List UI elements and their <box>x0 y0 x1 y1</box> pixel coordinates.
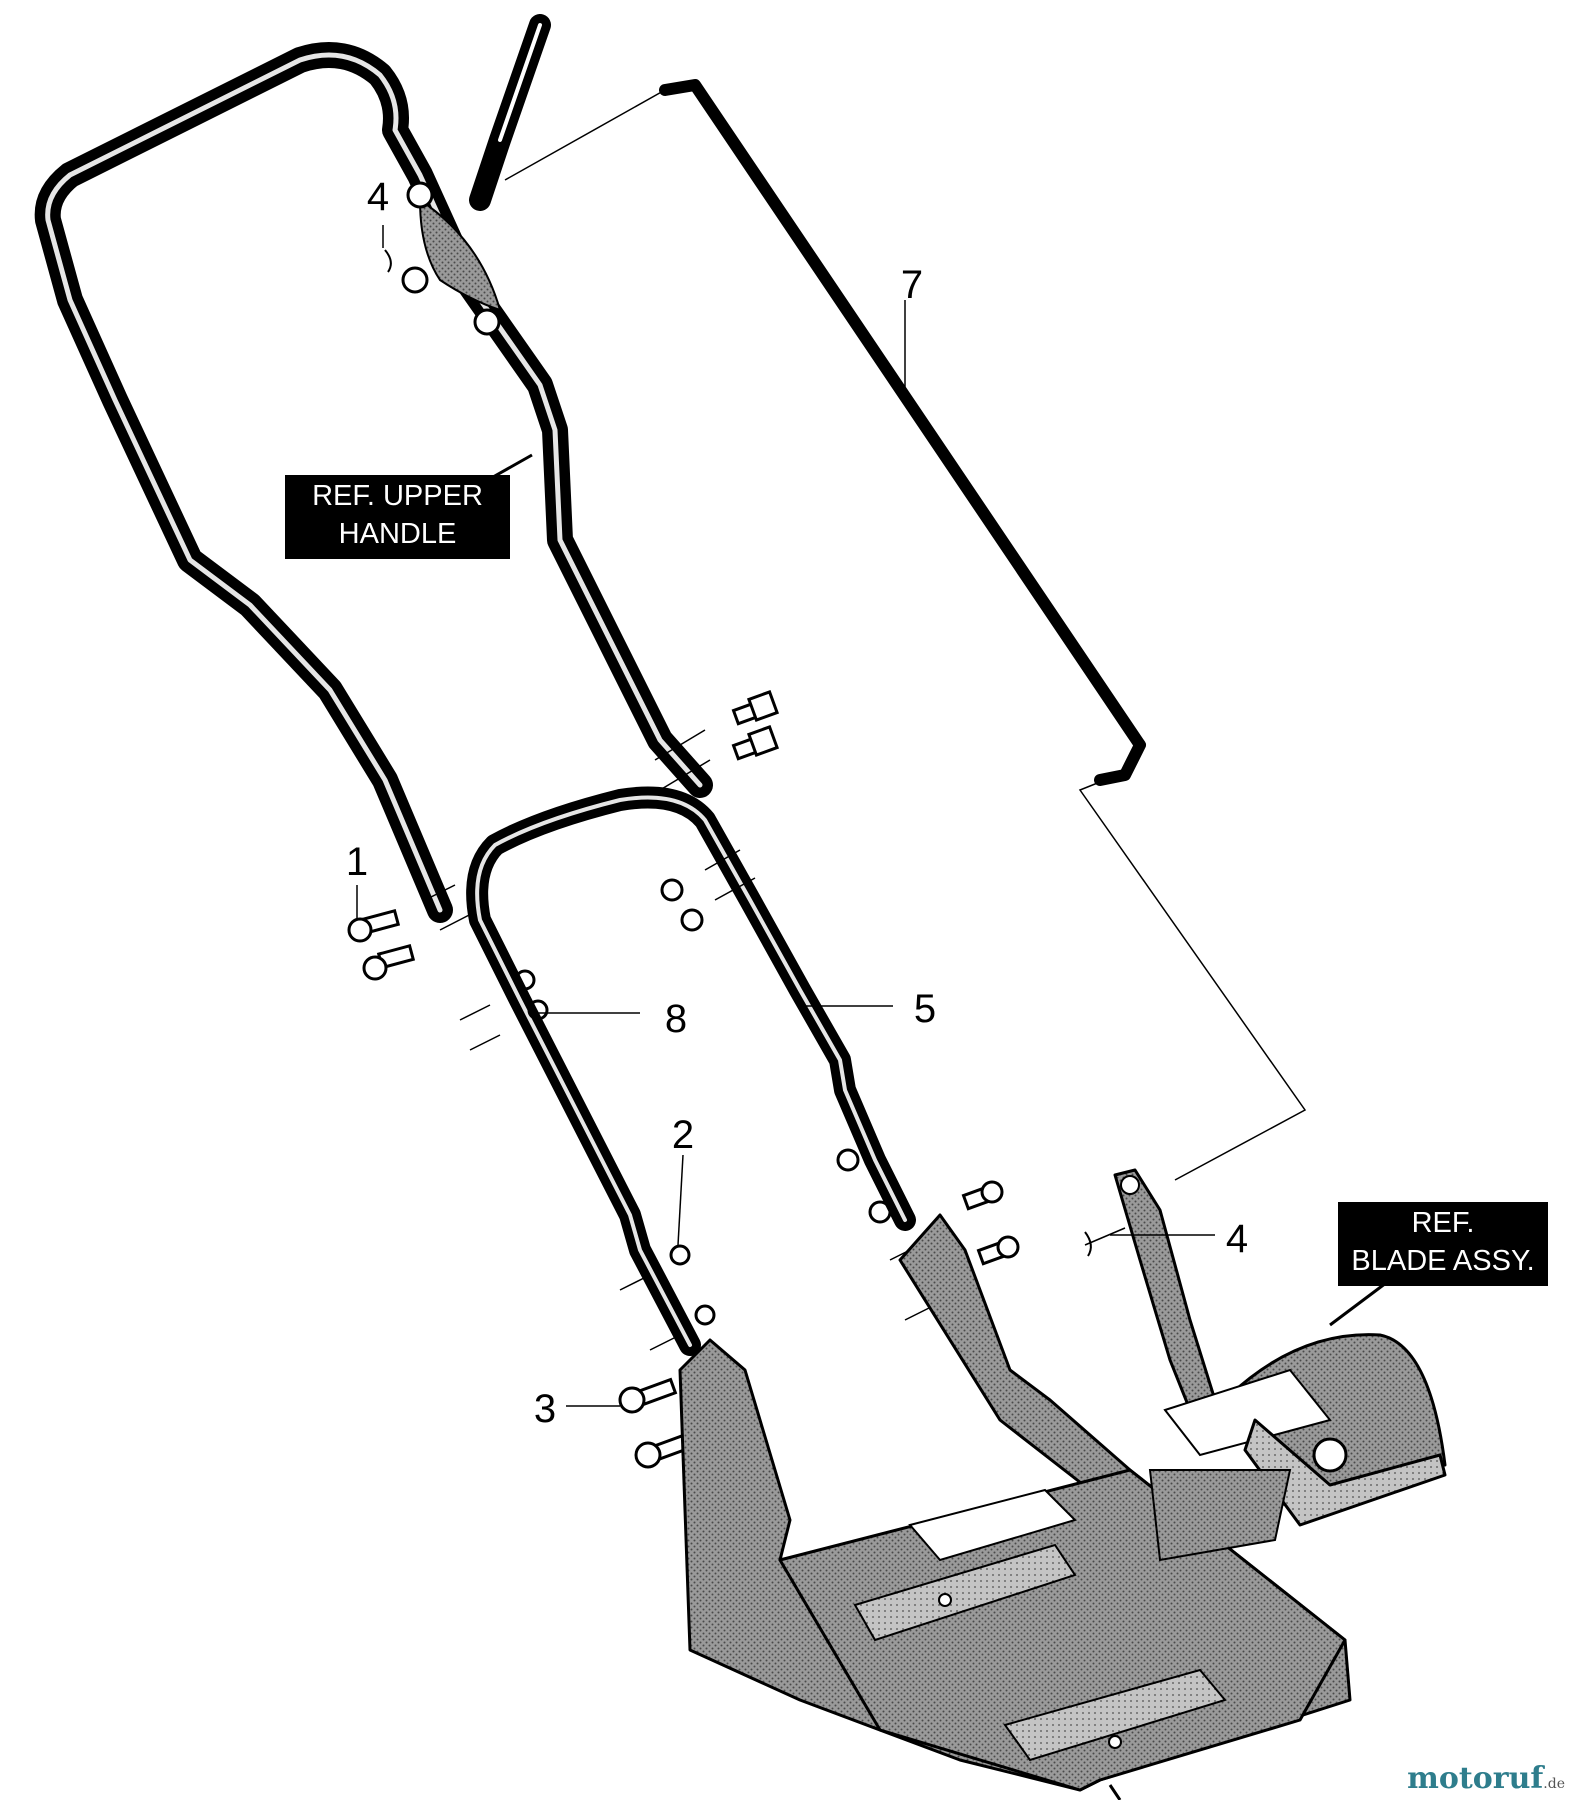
callout-8: 8 <box>665 997 687 1041</box>
ref-upper-handle-label: REF. UPPER HANDLE <box>285 475 510 559</box>
leader-2 <box>677 1154 684 1246</box>
upper-handle-bolts <box>654 689 780 791</box>
handle-bolts-item1 <box>347 909 416 981</box>
watermark-text: motoruf <box>1407 1761 1544 1796</box>
ref-upper-handle-line2: HANDLE <box>338 518 457 550</box>
leader-ref-blade-assy <box>1329 1278 1391 1327</box>
callout-4-lower: 4 <box>1226 1217 1248 1261</box>
ref-blade-assy-line2: BLADE ASSY. <box>1351 1245 1535 1277</box>
callout-7: 7 <box>901 263 923 307</box>
watermark-tld: .de <box>1543 1776 1565 1792</box>
lower-handle-fasteners <box>514 878 892 1326</box>
deck-handle-bolts <box>961 1180 1020 1266</box>
callout-1: 1 <box>346 840 368 884</box>
bail-rod <box>504 79 1307 1181</box>
upper-handle <box>34 42 713 923</box>
callout-4-upper: 4 <box>367 175 389 219</box>
ref-blade-assy-line1: REF. <box>1411 1207 1475 1239</box>
callout-3: 3 <box>534 1387 556 1431</box>
control-lever <box>384 14 551 336</box>
ref-blade-assy-label: REF. BLADE ASSY. <box>1338 1202 1548 1286</box>
watermark-logo: motoruf.de <box>1407 1761 1565 1796</box>
callout-5: 5 <box>914 987 936 1031</box>
leader-lines <box>356 225 1391 1407</box>
callout-2: 2 <box>672 1113 694 1157</box>
ref-upper-handle-line1: REF. UPPER <box>312 480 483 512</box>
blade-assembly <box>1084 1168 1447 1562</box>
lower-handle <box>466 786 916 1356</box>
